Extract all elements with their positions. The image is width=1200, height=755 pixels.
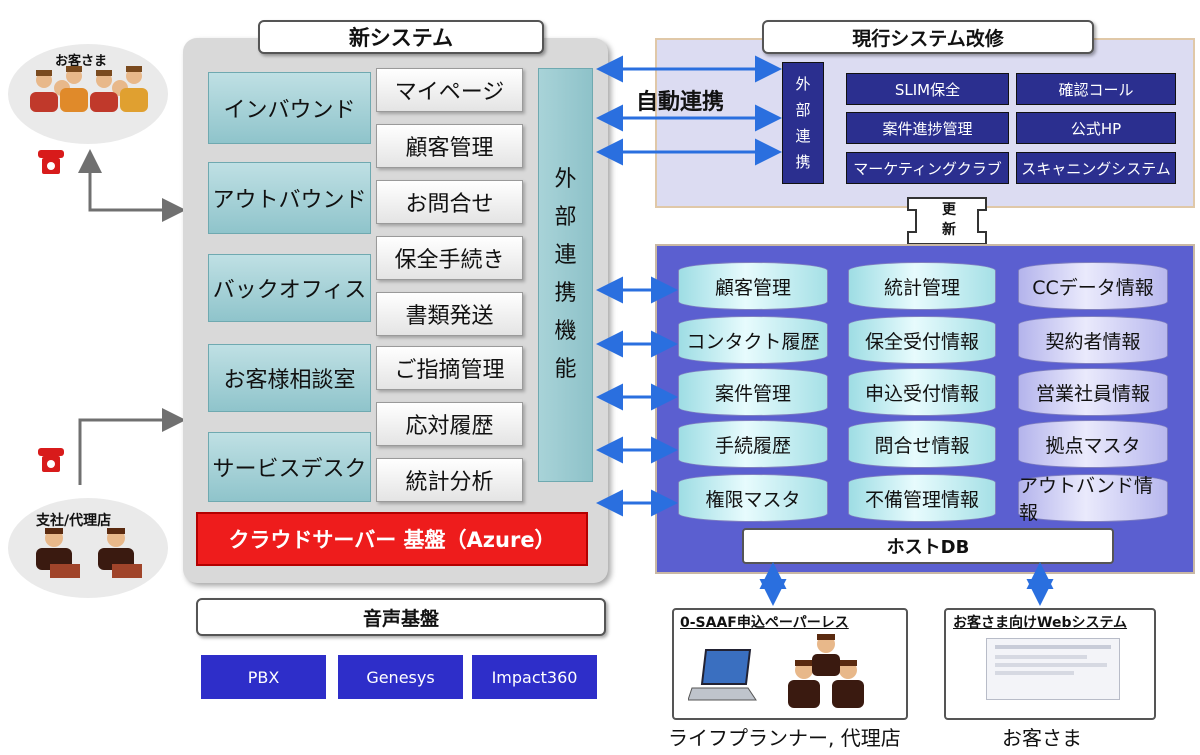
auto-link-label: 自動連携 <box>636 90 725 115</box>
current-confirm-call: 確認コール <box>1016 73 1176 105</box>
db-contractor-info: 契約者情報 <box>1018 316 1168 364</box>
paperless-title: 0-SAAF申込ペーパーレス <box>680 615 849 631</box>
phone-icon <box>38 448 64 472</box>
new-system-title: 新システム <box>258 20 544 54</box>
agents-circle <box>8 498 168 598</box>
db-maintenance-info: 保全受付情報 <box>848 316 996 364</box>
db-application-info: 申込受付情報 <box>848 368 996 416</box>
db-case-mgmt: 案件管理 <box>678 368 828 416</box>
function-customer-mgmt: 顧客管理 <box>376 124 523 168</box>
db-procedure-history: 手続履歴 <box>678 420 828 468</box>
db-contact-history: コンタクト履歴 <box>678 316 828 364</box>
current-scanning: スキャニングシステム <box>1016 152 1176 184</box>
db-permission-master: 権限マスタ <box>678 474 828 522</box>
web-screenshot-thumbnail <box>986 638 1120 700</box>
db-sales-staff-info: 営業社員情報 <box>1018 368 1168 416</box>
function-feedback-mgmt: ご指摘管理 <box>376 346 523 390</box>
voice-impact360: Impact360 <box>472 655 597 699</box>
function-inquiry: お問合せ <box>376 180 523 224</box>
db-statistics-mgmt: 統計管理 <box>848 262 996 310</box>
current-progress-mgmt: 案件進捗管理 <box>846 112 1009 144</box>
db-inquiry-info: 問合せ情報 <box>848 420 996 468</box>
current-external-link: 外 部 連 携 <box>782 62 824 184</box>
channel-backoffice: バックオフィス <box>208 254 371 322</box>
external-link-function: 外 部 連 携 機 能 <box>538 68 593 482</box>
function-maintenance: 保全手続き <box>376 236 523 280</box>
function-mypage: マイページ <box>376 68 523 112</box>
channel-consultation: お客様相談室 <box>208 344 371 412</box>
web-system-caption: お客さま <box>1002 726 1082 750</box>
channel-servicedesk: サービスデスク <box>208 432 371 502</box>
channel-inbound: インバウンド <box>208 72 371 144</box>
host-db: ホストDB <box>742 528 1114 564</box>
customers-label: お客さま <box>55 54 108 69</box>
current-marketing-club: マーケティングクラブ <box>846 152 1009 184</box>
phone-icon <box>38 150 64 174</box>
voice-platform-title: 音声基盤 <box>196 598 606 636</box>
paperless-caption: ライフプランナー, 代理店 <box>668 726 901 750</box>
db-customer-mgmt: 顧客管理 <box>678 262 828 310</box>
web-system-box <box>944 608 1156 720</box>
planners-people-icon <box>788 634 864 708</box>
db-defect-mgmt-info: 不備管理情報 <box>848 474 996 522</box>
agents-people-icon <box>36 528 142 578</box>
cloud-server-bar: クラウドサーバー 基盤（Azure） <box>196 512 588 566</box>
current-slim: SLIM保全 <box>846 73 1009 105</box>
db-cc-data-info: CCデータ情報 <box>1018 262 1168 310</box>
web-system-title: お客さま向けWebシステム <box>953 615 1128 631</box>
agents-label: 支社/代理店 <box>36 513 112 529</box>
voice-pbx: PBX <box>201 655 326 699</box>
customers-people-icon <box>30 66 148 112</box>
current-system-title: 現行システム改修 <box>762 20 1094 54</box>
voice-genesys: Genesys <box>338 655 463 699</box>
db-outbound-info: アウトバンド情報 <box>1018 474 1168 524</box>
db-branch-master: 拠点マスタ <box>1018 420 1168 468</box>
laptop-icon <box>688 649 757 701</box>
current-official-hp: 公式HP <box>1016 112 1176 144</box>
channel-outbound: アウトバウンド <box>208 162 371 234</box>
function-document-send: 書類発送 <box>376 292 523 336</box>
update-label: 更新 <box>942 202 956 238</box>
function-statistics: 統計分析 <box>376 458 523 502</box>
function-contact-history: 応対履歴 <box>376 402 523 446</box>
